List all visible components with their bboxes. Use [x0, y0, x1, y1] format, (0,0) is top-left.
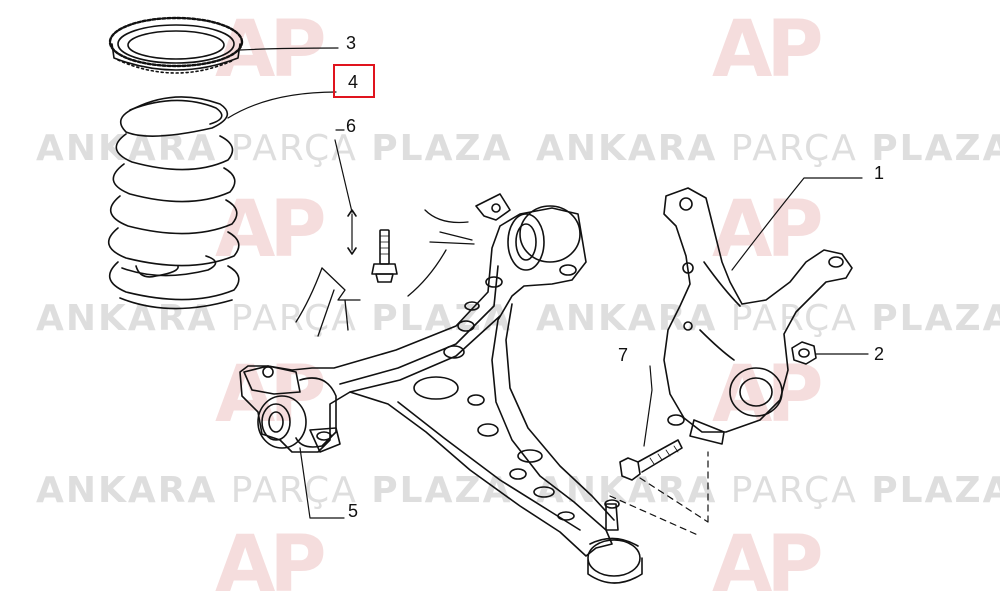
bolt-part[interactable]: [334, 139, 398, 283]
nut-part[interactable]: [791, 341, 817, 365]
spring-seat-part[interactable]: [108, 16, 244, 74]
watermark-logo: AP: [712, 185, 824, 275]
callout-3[interactable]: 3: [346, 33, 357, 53]
watermark-logo: AP: [712, 520, 824, 610]
callout-6[interactable]: 6: [346, 116, 357, 136]
watermark-text: ANKARA PARÇA PLAZA: [36, 470, 513, 511]
callout-2[interactable]: 2: [874, 344, 885, 364]
watermark-logo: AP: [215, 185, 327, 275]
front-bushing-part[interactable]: [243, 365, 341, 453]
callout-4-highlight[interactable]: 4: [333, 64, 375, 98]
callout-4[interactable]: 4: [348, 72, 359, 92]
steering-knuckle-part[interactable]: [663, 187, 853, 445]
control-arm-part[interactable]: [239, 193, 643, 584]
detail-callout-lines: [295, 209, 475, 337]
callout-1[interactable]: 1: [874, 163, 885, 183]
watermark-text: ANKARA PARÇA PLAZA: [536, 128, 1000, 169]
leader-lines: [227, 47, 869, 519]
callout-7[interactable]: 7: [618, 345, 629, 365]
coil-spring-part[interactable]: [108, 96, 240, 310]
watermark-logo: AP: [712, 5, 824, 95]
watermark-logo: AP: [215, 5, 327, 95]
callout-5[interactable]: 5: [348, 501, 359, 521]
pinch-bolt-part[interactable]: [609, 439, 709, 537]
watermark-logo: AP: [215, 350, 327, 440]
watermark-text: ANKARA PARÇA PLAZA: [36, 298, 513, 339]
watermark-text: ANKARA PARÇA PLAZA: [36, 128, 513, 169]
watermark-logo: AP: [215, 520, 327, 610]
